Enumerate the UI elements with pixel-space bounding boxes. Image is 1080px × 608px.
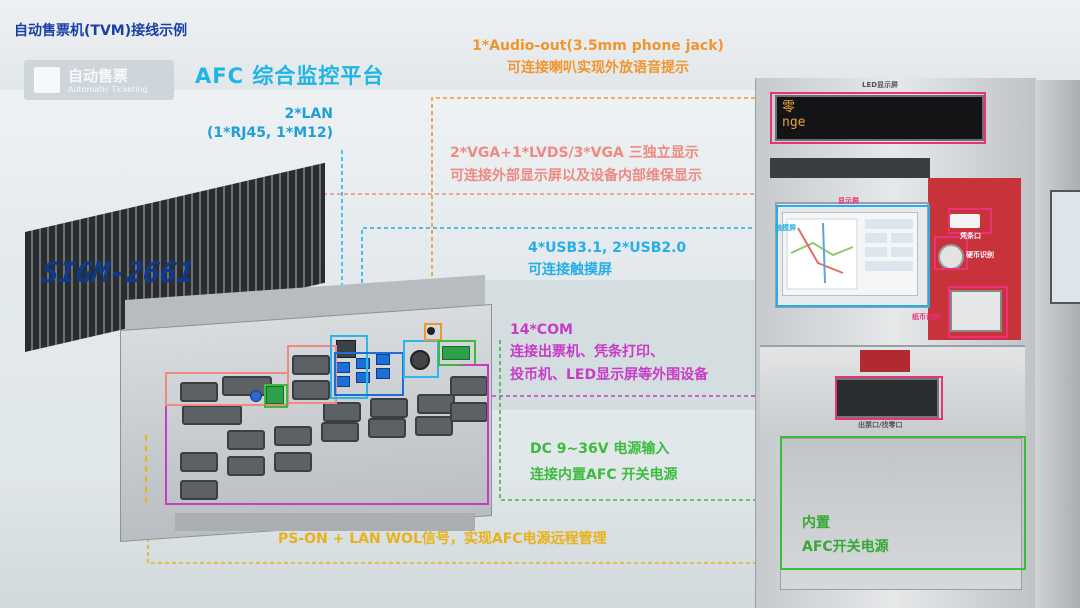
com-port (323, 402, 361, 422)
usb-port (376, 354, 390, 365)
audio-jack (427, 327, 435, 335)
dc-line (499, 340, 780, 501)
dc-highlight (438, 340, 476, 366)
kiosk-base-panel (780, 438, 1022, 590)
note-callout: 纸币识别 (912, 313, 940, 321)
device-model: SIGM-2661 (40, 256, 196, 289)
coin-callout: 硬币识别 (966, 251, 994, 259)
audio-annotation: 1*Audio-out(3.5mm phone jack) 可连接喇叭实现外放语… (472, 38, 724, 76)
com-port (180, 452, 218, 472)
vga-port-3 (292, 380, 330, 400)
vga-port-2 (292, 355, 330, 375)
terminal-block (266, 386, 284, 404)
com-port (180, 480, 218, 500)
usb-port (356, 358, 370, 369)
sign-subtitle: Automatic Ticketing (68, 85, 148, 94)
ticket-out-callout: 出票口/找零口 (858, 421, 903, 429)
usb-port (356, 372, 370, 383)
pson-highlight (145, 435, 167, 503)
neighbor-screen (1050, 190, 1080, 304)
touch-highlight (776, 205, 930, 307)
com-port (415, 416, 453, 436)
station-sign: 自动售票 Automatic Ticketing (24, 60, 174, 100)
voucher-callout: 凭条口 (960, 232, 981, 240)
com-port (274, 452, 312, 472)
kiosk-header-strip (770, 158, 930, 178)
psu-annotation: 内置 AFC开关电源 (802, 515, 889, 555)
lan-annotation: 2*LAN (1*RJ45, 1*M12) (207, 106, 333, 141)
change-sign (860, 350, 910, 372)
ps2-port (250, 390, 262, 402)
led-display (775, 95, 984, 141)
usb-line (361, 227, 775, 325)
note-slot (950, 290, 1002, 332)
com-port (370, 398, 408, 418)
vga-port-1 (180, 382, 218, 402)
led-screen-callout: LED显示屏 (862, 81, 899, 89)
pson-annotation: PS-ON + LAN WOL信号，实现AFC电源远程管理 (278, 531, 607, 547)
audio-highlight (424, 323, 442, 341)
led-highlight (770, 92, 986, 144)
bg-gates (470, 280, 760, 410)
dc-annotation: DC 9~36V 电源输入 连接内置AFC 开关电源 (530, 441, 678, 483)
corner-title: 自动售票机(TVM)接线示例 (14, 23, 188, 39)
ticket-out-highlight (835, 376, 943, 420)
com-annotation: 14*COM 连接出票机、凭条打印、 投币机、LED显示屏等外围设备 (510, 322, 709, 383)
usb-annotation: 4*USB3.1, 2*USB2.0 可连接触摸屏 (528, 240, 687, 278)
psu-highlight (780, 436, 1026, 570)
db25-port (182, 405, 242, 425)
com-port (227, 456, 265, 476)
lan-highlight (330, 335, 368, 399)
dc-terminal (442, 346, 470, 360)
com-port (368, 418, 406, 438)
terminal-highlight (264, 384, 288, 408)
pson-line (147, 440, 780, 564)
ticket-person-icon (34, 67, 60, 93)
display-callout: 显示屏 (838, 197, 859, 205)
touch-callout: 触摸屏 (775, 224, 796, 232)
touch-screen (782, 212, 918, 296)
metro-map-icon (786, 218, 913, 290)
note-highlight (948, 286, 1008, 338)
com-port (321, 422, 359, 442)
coin-highlight (934, 236, 968, 270)
com-port-grid (180, 372, 488, 502)
voucher-highlight (948, 208, 992, 234)
m12-port (410, 350, 430, 370)
device-bottom (175, 513, 475, 531)
tvm-kiosk-neighbor (1035, 80, 1080, 608)
platform-title: AFC 综合监控平台 (195, 64, 385, 88)
vga-annotation: 2*VGA+1*LVDS/3*VGA 三独立显示 可连接外部显示屏以及设备内部维… (450, 145, 702, 184)
usb-port (376, 368, 390, 379)
com-port (274, 426, 312, 446)
com-port (227, 430, 265, 450)
ceiling-band (0, 0, 1080, 90)
voucher-slot (950, 214, 980, 228)
led-text: 零 nge (782, 100, 806, 130)
vga-highlight-2 (287, 345, 337, 404)
sign-title: 自动售票 (68, 67, 129, 85)
